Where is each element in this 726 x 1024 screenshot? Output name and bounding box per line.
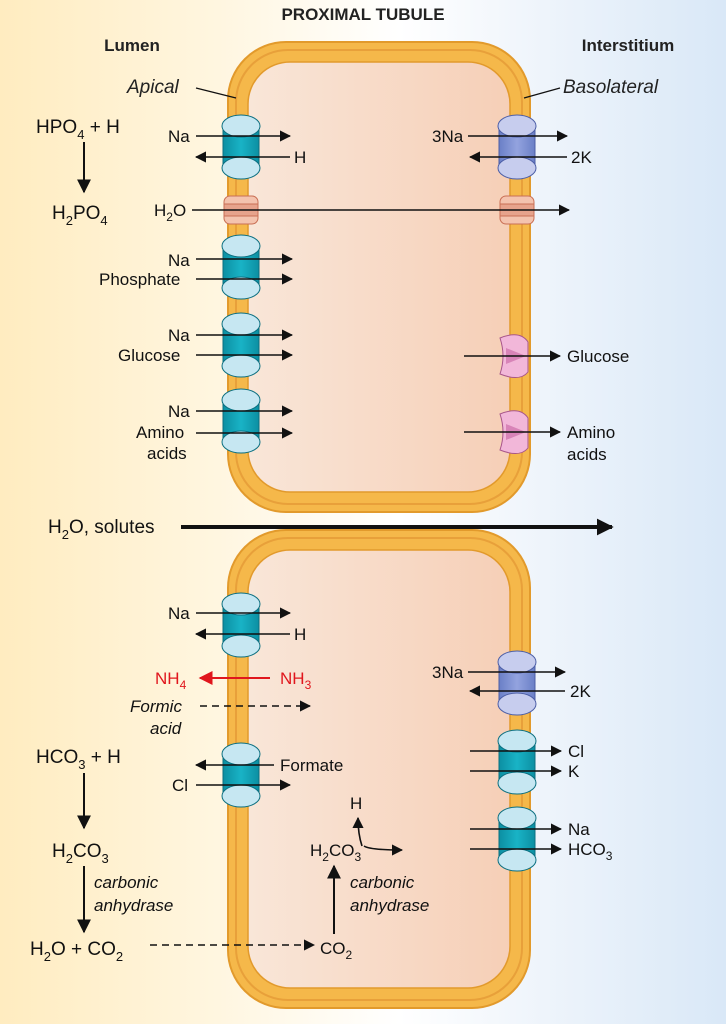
cell-lower: [227, 529, 531, 1009]
formic-acid-label-1: Formic: [130, 697, 182, 716]
interstitium-label: Interstitium: [582, 36, 675, 55]
hco3-h-text: HCO3 + H: [36, 747, 121, 772]
kcl-cotransporter: [497, 729, 537, 795]
basolateral-label: Basolateral: [563, 77, 659, 98]
amino-apical-label-2: acids: [147, 444, 187, 463]
nah-exchanger-2: [221, 592, 261, 658]
nah-exchanger-1: [221, 114, 261, 180]
hco3-basolateral-label: HCO3: [568, 840, 613, 863]
pump-k-label-2: 2K: [570, 682, 591, 701]
phosphate-label: Phosphate: [99, 270, 180, 289]
glu-na-label: Na: [168, 326, 190, 345]
formate-label: Formate: [280, 756, 343, 775]
amino-basolateral-label-2: acids: [567, 445, 607, 464]
diagram-title: PROXIMAL TUBULE: [281, 5, 444, 24]
pump-k-label-1: 2K: [571, 148, 592, 167]
hco3-dissociation-arrow: [363, 844, 404, 856]
cl-apical-label: Cl: [172, 776, 188, 795]
na-basolateral-label: Na: [568, 820, 590, 839]
paracellular-label: H2O, solutes: [48, 517, 155, 542]
ca-cell-label-2: anhydrase: [350, 896, 429, 915]
hpo4-h-text: HPO4 + H: [36, 117, 120, 142]
na-phosphate-cotransporter: [221, 234, 261, 300]
h2co3-lumen-text: H2CO3: [52, 841, 109, 866]
lumen-label: Lumen: [104, 36, 160, 55]
aa-na-label: Na: [168, 402, 190, 421]
h-intracellular-label: H: [350, 794, 362, 813]
ca-lumen-label-2: anhydrase: [94, 896, 173, 915]
h2o-label-cell1: H2O: [154, 201, 186, 224]
formic-acid-label-2: acid: [150, 719, 182, 738]
pump-na-label-2: 3Na: [432, 663, 464, 682]
h-dissociation-arrow: [352, 816, 364, 847]
nah-h-label-1: H: [294, 148, 306, 167]
ca-cell-label-1: carbonic: [350, 873, 415, 892]
h2o-co2-text: H2O + CO2: [30, 939, 123, 964]
na-k-pump-1: [497, 114, 537, 180]
apical-label: Apical: [126, 77, 180, 98]
basolateral-leader: [523, 87, 561, 99]
ca-lumen-label-1: carbonic: [94, 873, 159, 892]
nah-h-label-2: H: [294, 625, 306, 644]
nh3-label: NH3: [280, 669, 312, 692]
nh4-label: NH4: [155, 669, 187, 692]
na-k-pump-2: [497, 650, 537, 716]
phos-na-label: Na: [168, 251, 190, 270]
cell-upper: [227, 41, 531, 513]
pump-na-label-1: 3Na: [432, 127, 464, 146]
na-amino-acid-cotransporter: [221, 388, 261, 454]
sglt-cotransporter: [221, 312, 261, 378]
co2-intracellular-label: CO2: [320, 939, 353, 962]
apical-leader: [195, 87, 237, 99]
nah-na-label-2: Na: [168, 604, 190, 623]
amino-apical-label-1: Amino: [136, 423, 184, 442]
nah-na-label-1: Na: [168, 127, 190, 146]
amino-basolateral-label-1: Amino: [567, 423, 615, 442]
h2po4-text: H2PO4: [52, 203, 108, 228]
na-hco3-cotransporter: [497, 806, 537, 872]
glucose-basolateral-label: Glucose: [567, 347, 629, 366]
glucose-apical-label: Glucose: [118, 346, 180, 365]
k-basolateral-label: K: [568, 762, 580, 781]
h2co3-intracellular-label: H2CO3: [310, 841, 361, 864]
cl-formate-exchanger: [221, 742, 261, 808]
cl-basolateral-label: Cl: [568, 742, 584, 761]
